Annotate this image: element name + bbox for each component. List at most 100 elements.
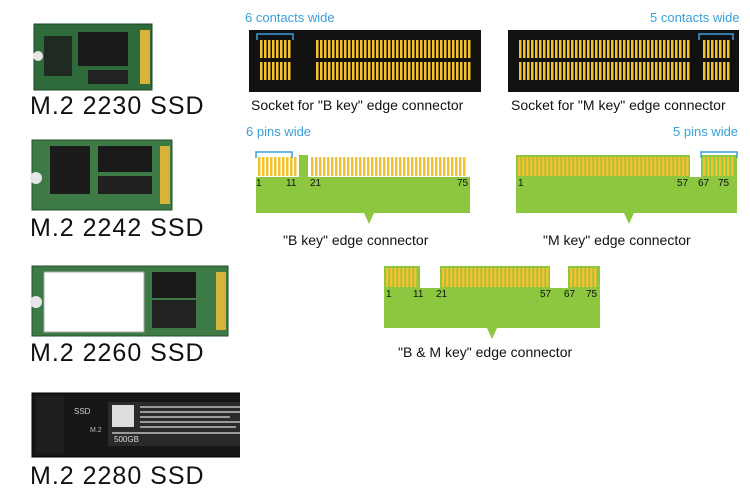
socket-contact bbox=[360, 40, 363, 58]
connector-pin bbox=[351, 157, 354, 176]
socket-contact bbox=[344, 62, 347, 80]
connector-pin bbox=[678, 157, 681, 176]
socket-contact bbox=[288, 62, 291, 80]
connector-pin bbox=[518, 157, 521, 176]
ssd-2230-label: M.2 2230 SSD bbox=[30, 92, 205, 120]
connector-pin bbox=[723, 157, 726, 176]
socket-contact bbox=[272, 40, 275, 58]
connector-pin bbox=[538, 157, 541, 176]
connector-pin bbox=[518, 268, 521, 287]
connector-pin bbox=[410, 268, 413, 287]
connector-pin bbox=[494, 268, 497, 287]
connector-pin bbox=[371, 157, 374, 176]
socket-contact bbox=[623, 40, 626, 58]
socket-contact bbox=[368, 62, 371, 80]
socket-contact bbox=[595, 40, 598, 58]
socket-contact bbox=[436, 40, 439, 58]
ssd-2280-chip-text: SSD bbox=[74, 407, 91, 416]
socket-contact bbox=[643, 40, 646, 58]
socket-contact bbox=[344, 40, 347, 58]
socket-contact bbox=[599, 62, 602, 80]
socket-contact bbox=[392, 62, 395, 80]
connector-pin bbox=[443, 157, 446, 176]
socket-contact bbox=[392, 40, 395, 58]
socket-contact bbox=[412, 62, 415, 80]
connector-pin bbox=[375, 157, 378, 176]
socket-contact bbox=[468, 62, 471, 80]
socket-contact bbox=[400, 62, 403, 80]
connector-pin bbox=[506, 268, 509, 287]
connector-pin bbox=[594, 268, 597, 287]
socket-contact bbox=[539, 62, 542, 80]
connector-pin bbox=[407, 157, 410, 176]
connector-pin bbox=[414, 268, 417, 287]
b-key-socket-bracket bbox=[256, 33, 294, 40]
connector-pin bbox=[686, 157, 689, 176]
socket-contact bbox=[452, 40, 455, 58]
connector-pin bbox=[562, 157, 565, 176]
socket-contact bbox=[539, 40, 542, 58]
socket-contact bbox=[647, 40, 650, 58]
connector-pin bbox=[566, 157, 569, 176]
socket-contact bbox=[679, 62, 682, 80]
connector-pin bbox=[478, 268, 481, 287]
connector-pin bbox=[447, 157, 450, 176]
socket-contact bbox=[424, 62, 427, 80]
socket-contact bbox=[655, 40, 658, 58]
connector-pin bbox=[459, 157, 462, 176]
ssd-2260-board bbox=[30, 265, 229, 337]
connector-pin bbox=[442, 268, 445, 287]
connector-pin bbox=[423, 157, 426, 176]
b-key-pins-annotation: 6 pins wide bbox=[246, 124, 312, 139]
b-key-connector-pins bbox=[258, 157, 466, 176]
connector-pin bbox=[570, 157, 573, 176]
socket-contact bbox=[571, 40, 574, 58]
connector-pin bbox=[451, 157, 454, 176]
socket-contact bbox=[408, 62, 411, 80]
connector-pin bbox=[570, 268, 573, 287]
socket-contact bbox=[456, 62, 459, 80]
socket-contact bbox=[611, 62, 614, 80]
socket-contact bbox=[523, 40, 526, 58]
socket-contact bbox=[320, 40, 323, 58]
socket-contact bbox=[719, 40, 722, 58]
connector-pin bbox=[658, 157, 661, 176]
socket-contact bbox=[396, 62, 399, 80]
ssd-2260-label: M.2 2260 SSD bbox=[30, 339, 205, 367]
b-key-pin-label: 11 bbox=[286, 178, 297, 189]
socket-contact bbox=[543, 40, 546, 58]
socket-contact bbox=[376, 40, 379, 58]
connector-pin bbox=[311, 157, 314, 176]
bm-key-pin-label: 21 bbox=[436, 289, 448, 300]
b-key-pin-label: 75 bbox=[457, 178, 469, 189]
connector-pin bbox=[411, 157, 414, 176]
connector-pin bbox=[550, 157, 553, 176]
connector-pin bbox=[402, 268, 405, 287]
socket-contact bbox=[348, 40, 351, 58]
socket-contact bbox=[364, 62, 367, 80]
m-key-connector-caption: "M key" edge connector bbox=[543, 232, 691, 248]
socket-contact bbox=[328, 62, 331, 80]
m-key-pin-label: 75 bbox=[718, 178, 730, 189]
connector-pin bbox=[339, 157, 342, 176]
connector-pin bbox=[606, 157, 609, 176]
connector-pin bbox=[602, 157, 605, 176]
socket-contact bbox=[599, 40, 602, 58]
socket-contact bbox=[571, 62, 574, 80]
socket-contact bbox=[703, 40, 706, 58]
connector-pin bbox=[670, 157, 673, 176]
socket-contact bbox=[659, 62, 662, 80]
connector-pin bbox=[439, 157, 442, 176]
socket-contact bbox=[559, 62, 562, 80]
connector-pin bbox=[363, 157, 366, 176]
connector-pin bbox=[578, 268, 581, 287]
m-key-socket-bracket bbox=[698, 33, 734, 40]
socket-contact bbox=[352, 62, 355, 80]
connector-pin bbox=[638, 157, 641, 176]
b-key-socket-contacts bbox=[260, 40, 471, 80]
socket-contact bbox=[360, 62, 363, 80]
socket-contact bbox=[567, 40, 570, 58]
connector-pin bbox=[383, 157, 386, 176]
connector-pin bbox=[498, 268, 501, 287]
socket-contact bbox=[567, 62, 570, 80]
